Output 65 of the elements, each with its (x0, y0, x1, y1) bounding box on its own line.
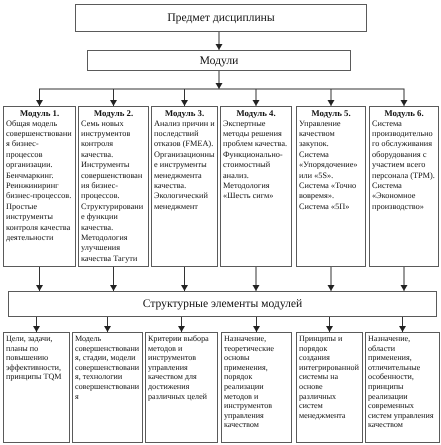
module-title: Модуль 6. (383, 108, 425, 119)
module-description: Система производительного обслуживания оборудования с участием всего персонала (TPM). (372, 118, 436, 182)
module-description: Экспертные методы решения проблем качества. (223, 118, 288, 150)
module-description: Организационные инструменты менеджмента качества. (154, 150, 215, 192)
module-box (78, 106, 149, 267)
module-description: Функционально-стоимостный анализ. (223, 150, 284, 182)
module-description: Семь новых инструментов контроля качества. (81, 118, 132, 160)
arrow (181, 88, 220, 106)
module-box (151, 106, 218, 267)
module-description: Структурирование функции качества. Методология улучшения качества Тагути (81, 202, 144, 264)
module-description: Анализ причин и последствий отказов (FMEA). (154, 118, 215, 150)
module-description: Простые инструменты контроля качества деятельности (6, 202, 72, 244)
arrow (252, 266, 260, 292)
module-description: Инструменты совершенствования бизнес-процессов. (81, 160, 144, 202)
module-description: Методология «Шесть сигм» (223, 181, 274, 202)
element-text: Цели, задачи, планы по повышению эффективности, принципы TQM (6, 334, 62, 382)
arrow (110, 266, 117, 292)
arrow (328, 266, 334, 292)
arrow (400, 266, 408, 292)
module-box (3, 106, 76, 267)
module-description: Экологический менеджмент (154, 191, 209, 212)
box-title: Модули (200, 54, 238, 68)
element-box (3, 332, 70, 443)
box-title: Структурные элементы модулей (142, 297, 302, 311)
module-box (296, 106, 366, 267)
module-box (369, 106, 439, 267)
element-box (296, 332, 363, 443)
element-box (365, 332, 440, 443)
arrow (33, 316, 40, 332)
module-title: Модуль 4. (235, 108, 277, 119)
arrow (36, 266, 43, 292)
element-text: Принципы и порядок создания интегрированной системы на основе различных систем менеджмента (299, 334, 360, 420)
element-box (221, 332, 292, 443)
module-description: Система «Точно вовремя». (299, 181, 358, 202)
element-text: Назначение, области применения, отличительные особенности, принципы реализации современных систем управления качеством (368, 334, 435, 430)
heading-box (8, 291, 437, 317)
element-text: Критерии выбора методов и инструментов управления качеством для достижения различных целей (148, 334, 210, 402)
box-title: Предмет дисциплины (167, 11, 275, 25)
module-title: Модуль 5. (310, 108, 352, 119)
module-description: Система «Экономное производство» (372, 181, 425, 212)
module-box (220, 106, 292, 267)
arrow (253, 316, 260, 332)
module-title: Модуль 3. (164, 108, 206, 119)
arrow (326, 316, 333, 332)
element-text: Назначение, теоретические основы применения, порядок реализации методов и инструментов управления качеством (224, 334, 275, 430)
module-description: Управление качеством закупок. (299, 118, 342, 150)
arrow (104, 316, 111, 332)
arrow (181, 266, 188, 292)
element-text: Модель совершенствования, стадии, модели совершенствования, технологии совершенствования (75, 334, 140, 402)
heading-box (87, 50, 351, 71)
module-description: Общая модель совершенствования бизнес-процессов организации. (6, 118, 73, 171)
arrow (218, 88, 408, 106)
element-box (145, 332, 218, 443)
arrow (216, 32, 222, 50)
module-description: Бенчмаркинг. (6, 170, 55, 182)
heading-box (75, 4, 367, 32)
module-title: Модуль 2. (92, 108, 134, 119)
arrow (178, 316, 185, 332)
arrow (399, 316, 406, 332)
module-description: Реинжиниринг бизнес-процессов. (6, 181, 72, 202)
arrow (216, 70, 222, 90)
module-title: Модуль 1. (18, 108, 60, 119)
module-description: Система «5П» (299, 202, 350, 212)
element-box (72, 332, 143, 443)
module-description: Система «Упорядочение» или «5S». (299, 150, 359, 182)
